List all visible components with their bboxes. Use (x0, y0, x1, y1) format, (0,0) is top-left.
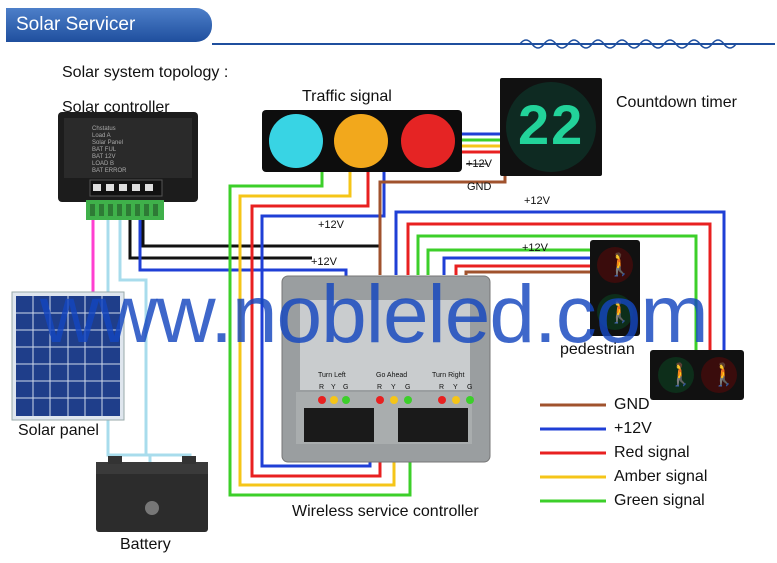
page-title: Solar Servicer Connecting (6, 8, 212, 69)
wire-green-right (416, 234, 698, 356)
screen-line: BAT FUL (92, 147, 117, 153)
terminal-letter: G (343, 384, 349, 391)
watermark-text: www.nobleled.com (40, 269, 709, 360)
header-ornament (519, 39, 737, 49)
screen-line: BAT 12V (92, 154, 116, 160)
terminal-letter: G (405, 384, 411, 391)
pedestrian-signal-device (590, 240, 640, 336)
legend-label-12v: +12V (614, 420, 652, 437)
terminal-letter: R (319, 384, 325, 391)
label-pedestrian: pedestrian (560, 341, 635, 358)
wire-label-12v: +12V (466, 158, 492, 170)
wire-gnd-timer (378, 172, 507, 275)
wire-label-12v: +12V (311, 256, 337, 268)
screen-line: Chstatus (92, 126, 116, 132)
wire-label-gnd: GND (467, 181, 492, 193)
wire-gnd-ped (464, 270, 590, 275)
legend-label-red: Red signal (614, 444, 690, 461)
pedestrian-green-icon: 🚶 (606, 299, 634, 324)
terminal-letter: Y (453, 384, 458, 391)
solar-controller-device (58, 112, 198, 220)
label-countdown-timer: Countdown timer (616, 94, 737, 111)
screen-line: LOAD B (92, 161, 115, 167)
wire-green-signal (228, 172, 412, 497)
legend-label-gnd: GND (614, 396, 650, 413)
battery-device (96, 456, 208, 532)
terminal-letter: R (377, 384, 383, 391)
topology-heading: Solar system topology : (62, 64, 229, 81)
label-solar-panel: Solar panel (18, 422, 99, 439)
wire-label-12v: +12V (318, 219, 344, 231)
wire-amber-signal (238, 172, 396, 487)
side-red-walk-icon: 🚶 (710, 362, 738, 387)
solar-panel-device (11, 291, 125, 421)
terminal-letter: G (467, 384, 473, 391)
screen-line: BAT ERROR (92, 168, 127, 174)
screen-line: Solar Panel (92, 140, 124, 146)
pedestrian-red-icon: 🚶 (606, 252, 634, 277)
wire-red-right (406, 222, 712, 356)
group-label-turn-left: Turn Left (318, 372, 346, 379)
wire-label-12v: +12V (524, 195, 550, 207)
wire-red-signal (250, 172, 382, 478)
legend-label-amber: Amber signal (614, 468, 708, 485)
label-solar-controller: Solar controller (62, 99, 170, 116)
wire-blue-ctrl (138, 218, 348, 277)
terminal-letter: Y (331, 384, 336, 391)
wire-label-12v: +12V (522, 242, 548, 254)
label-traffic-signal: Traffic signal (302, 88, 392, 105)
terminal-letter: R (439, 384, 445, 391)
terminal-dots (318, 396, 474, 404)
group-label-turn-right: Turn Right (432, 372, 465, 379)
countdown-timer-device (500, 78, 602, 176)
controller-screen-text: Chstatus Load A Solar Panel BAT FUL BAT … (92, 126, 182, 175)
countdown-digits: 22 (518, 93, 585, 156)
wireless-controller-device (281, 275, 491, 463)
wire-blue-right (394, 210, 726, 360)
label-wireless-controller: Wireless service controller (292, 503, 479, 520)
wire-black-1 (128, 218, 312, 260)
screen-line: Load A (92, 133, 111, 139)
side-green-walk-icon: 🚶 (667, 362, 695, 387)
label-battery: Battery (120, 536, 171, 553)
terminal-letter: Y (391, 384, 396, 391)
legend-swatches (540, 403, 606, 503)
group-label-go-ahead: Go Ahead (376, 372, 408, 379)
traffic-signal-device (262, 110, 462, 172)
side-signal-device (650, 350, 744, 400)
legend-label-green: Green signal (614, 492, 705, 509)
